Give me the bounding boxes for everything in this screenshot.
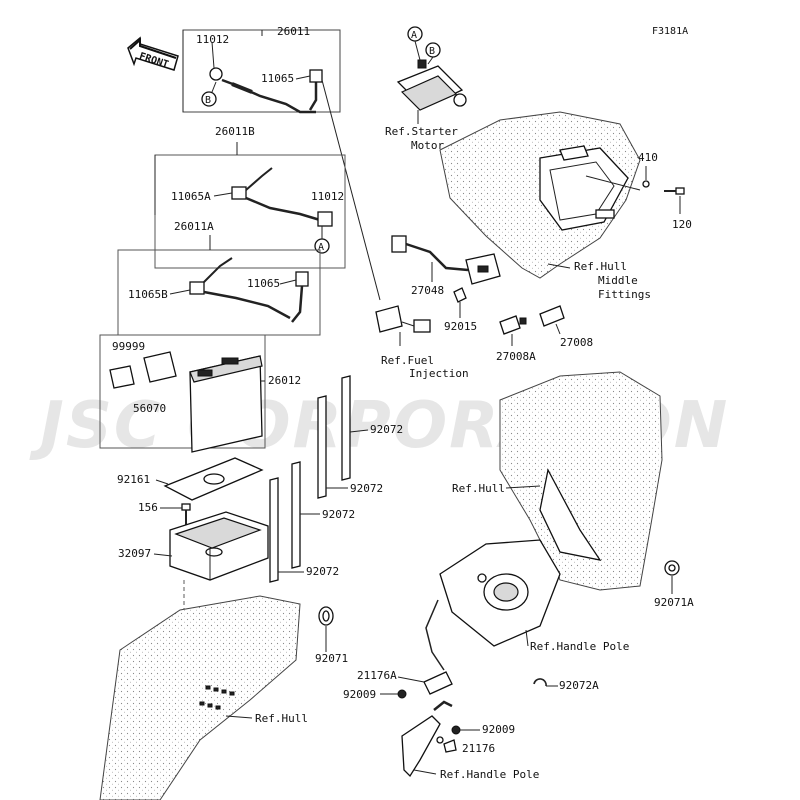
part-92071a: 92071A xyxy=(654,596,694,609)
terminal-boot-icon xyxy=(309,69,323,83)
part-92009-b: 92009 xyxy=(482,723,515,736)
cable-26011b-group xyxy=(154,142,346,269)
part-27048: 27048 xyxy=(411,284,444,297)
part-11065b: 11065B xyxy=(128,288,168,301)
part-32097: 32097 xyxy=(118,547,151,560)
hull-middle-fittings-icon xyxy=(439,111,641,279)
ref-handle-pole-2: Ref.Handle Pole xyxy=(440,768,539,781)
fuel-injection-connector-icon xyxy=(375,305,431,333)
callout-a-top: A xyxy=(411,30,417,41)
hull-vents xyxy=(199,685,235,710)
part-92015: 92015 xyxy=(444,320,477,333)
battery-pad-92161 xyxy=(163,457,264,501)
part-92071: 92071 xyxy=(315,652,348,665)
terminal-11012-icon xyxy=(317,211,333,227)
bolt-156 xyxy=(181,503,191,526)
part-11065a: 11065A xyxy=(171,190,211,203)
part-56070: 56070 xyxy=(133,402,166,415)
clamp-21176-icon xyxy=(443,739,457,753)
handle-pole-plate xyxy=(439,539,561,647)
part-21176: 21176 xyxy=(462,742,495,755)
part-92072-a: 92072 xyxy=(370,423,403,436)
part-11065-mid: 11065 xyxy=(247,277,280,290)
straps-92072 xyxy=(269,375,351,583)
part-11012-mid: 11012 xyxy=(311,190,344,203)
ref-hull-fit-2: Middle xyxy=(598,274,638,287)
relay-harness-27048 xyxy=(391,235,501,285)
relay-27008a-icon xyxy=(499,315,527,335)
screw-92009-a-icon xyxy=(397,689,407,699)
ref-starter-1: Ref.Starter xyxy=(385,125,458,138)
part-92072-b: 92072 xyxy=(350,482,383,495)
part-92072-d: 92072 xyxy=(306,565,339,578)
clip-92072a-icon xyxy=(533,678,547,687)
grommet-92071a xyxy=(664,560,680,576)
starter-motor-icon xyxy=(396,59,467,111)
front-arrow-icon xyxy=(127,36,179,71)
part-156: 156 xyxy=(138,501,158,514)
battery-group xyxy=(99,334,266,453)
callout-b-lower: B xyxy=(205,95,211,106)
part-26011: 26011 xyxy=(277,25,310,38)
part-120: 120 xyxy=(672,218,692,231)
part-92161: 92161 xyxy=(117,473,150,486)
boot-11065-mid-icon xyxy=(295,271,309,287)
ref-fuel-1: Ref.Fuel xyxy=(381,354,434,367)
part-27008: 27008 xyxy=(560,336,593,349)
washer-410-icon xyxy=(642,180,650,188)
part-99999: 99999 xyxy=(112,340,145,353)
ref-hull-right: Ref.Hull xyxy=(452,482,505,495)
battery-case-32097 xyxy=(169,511,269,581)
right-hull-shape xyxy=(499,371,663,591)
handle-pole-bracket xyxy=(401,700,453,778)
hull-recess-icon xyxy=(539,468,602,561)
callout-a-lower: A xyxy=(318,242,324,253)
callout-b-top: B xyxy=(429,46,435,57)
part-92072-c: 92072 xyxy=(322,508,355,521)
bolt-120-icon xyxy=(664,187,685,195)
boot-11065b-icon xyxy=(189,281,205,295)
callout-b-marker xyxy=(201,91,217,107)
part-26011a: 26011A xyxy=(174,220,214,233)
part-26012: 26012 xyxy=(268,374,301,387)
part-92009-a: 92009 xyxy=(343,688,376,701)
part-11065-top: 11065 xyxy=(261,72,294,85)
grommet-92071 xyxy=(318,606,334,626)
ref-hull-fit-3: Fittings xyxy=(598,288,651,301)
ref-starter-2: Motor xyxy=(411,139,444,152)
label-99999-icon xyxy=(109,365,135,389)
relay-27008-icon xyxy=(539,305,565,327)
cable-26011-group xyxy=(182,29,341,114)
ref-hull-fit-1: Ref.Hull xyxy=(574,260,627,273)
part-410: 410 xyxy=(638,151,658,164)
clip-92015-icon xyxy=(453,287,467,303)
part-26011b: 26011B xyxy=(215,125,255,138)
part-27008a: 27008A xyxy=(496,350,536,363)
figure-code: F3181A xyxy=(652,26,688,37)
boot-11065a-icon xyxy=(231,186,247,200)
screw-92009-b-icon xyxy=(451,725,461,735)
ref-fuel-2: Injection xyxy=(409,367,469,380)
ref-hull-bottom: Ref.Hull xyxy=(255,712,308,725)
label-56070-icon xyxy=(143,351,177,383)
ref-handle-pole-1: Ref.Handle Pole xyxy=(530,640,629,653)
part-92072a: 92072A xyxy=(559,679,599,692)
lower-hull-shape xyxy=(99,595,301,800)
part-21176a: 21176A xyxy=(357,669,397,682)
part-11012-top: 11012 xyxy=(196,33,229,46)
cable-26011a-group xyxy=(117,235,321,336)
terminal-cap-icon xyxy=(209,67,223,81)
clamp-21176a-icon xyxy=(423,671,453,695)
